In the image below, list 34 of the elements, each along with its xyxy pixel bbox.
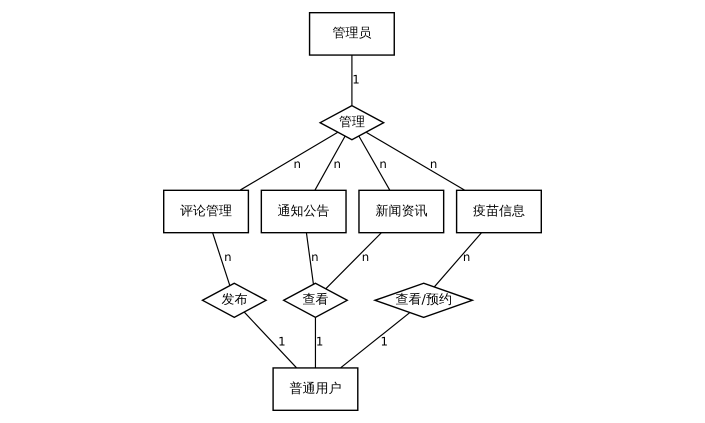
connector bbox=[340, 312, 410, 368]
node-diamond: 管理 bbox=[318, 104, 386, 141]
edge-label: 1 bbox=[278, 334, 286, 349]
node-box: 评论管理 bbox=[163, 190, 250, 234]
node-diamond: 查看/预约 bbox=[372, 282, 474, 318]
node-box: 管理员 bbox=[308, 12, 395, 56]
node-box: 新闻资讯 bbox=[358, 190, 444, 234]
connector bbox=[314, 136, 346, 191]
edge-label: n bbox=[311, 250, 319, 264]
edge-label: n bbox=[333, 156, 341, 171]
edge-label: 1 bbox=[380, 334, 388, 349]
node-diamond: 查看 bbox=[282, 282, 349, 318]
connector bbox=[366, 132, 466, 191]
connector bbox=[244, 312, 297, 368]
connector bbox=[314, 318, 316, 368]
node-diamond: 发布 bbox=[201, 282, 268, 318]
connector bbox=[358, 136, 390, 191]
connector bbox=[351, 55, 352, 106]
connector bbox=[306, 232, 314, 284]
node-box: 通知公告 bbox=[260, 190, 347, 234]
connector bbox=[240, 132, 338, 191]
edge-label: n bbox=[430, 156, 438, 171]
edge-label: n bbox=[224, 250, 232, 264]
node-box: 普通用户 bbox=[272, 367, 358, 411]
connector bbox=[212, 232, 230, 286]
node-box: 疫苗信息 bbox=[456, 190, 542, 234]
edge-label: 1 bbox=[352, 72, 360, 86]
edge-label: n bbox=[379, 156, 387, 171]
edge-label: n bbox=[362, 250, 370, 264]
edge-label: 1 bbox=[316, 334, 324, 349]
edge-label: n bbox=[293, 156, 301, 171]
connector bbox=[326, 232, 382, 289]
edge-label: n bbox=[462, 250, 470, 264]
connector bbox=[434, 232, 482, 288]
